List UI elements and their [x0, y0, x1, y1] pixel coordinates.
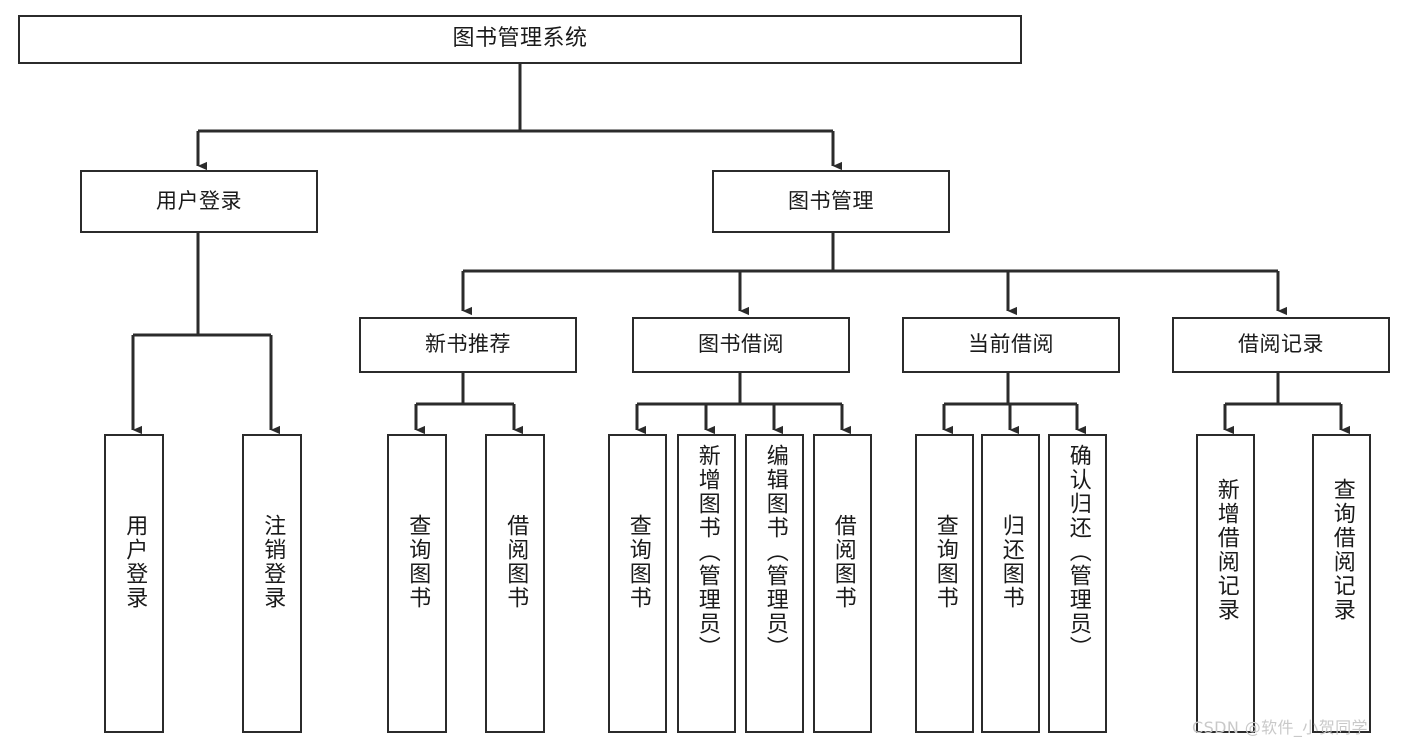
node-root-book-management-system[interactable]: 图书管理系统	[18, 15, 1022, 64]
leaf-book-borrow-add-book-admin[interactable]: 新增图书（管理员）	[677, 434, 736, 733]
node-label: 新增图书（管理员）	[694, 444, 720, 660]
node-label: 新书推荐	[425, 332, 511, 357]
leaf-user-login-login[interactable]: 用户登录	[104, 434, 164, 733]
watermark-text: CSDN @软件_小贺同学	[1192, 718, 1368, 737]
node-user-login[interactable]: 用户登录	[80, 170, 318, 233]
leaf-new-book-query-book[interactable]: 查询图书	[387, 434, 447, 733]
leaf-current-borrow-return-book[interactable]: 归还图书	[981, 434, 1040, 733]
node-label: 借阅图书	[503, 514, 529, 610]
node-label: 图书管理	[788, 188, 874, 213]
node-label: 确认归还（管理员）	[1065, 444, 1091, 660]
node-label: 注销登录	[260, 514, 286, 610]
leaf-new-book-borrow-book[interactable]: 借阅图书	[485, 434, 545, 733]
node-label: 用户登录	[156, 188, 242, 213]
node-label: 查询图书	[625, 514, 651, 610]
leaf-current-borrow-confirm-return-admin[interactable]: 确认归还（管理员）	[1048, 434, 1107, 733]
node-book-management[interactable]: 图书管理	[712, 170, 950, 233]
node-label: 新增借阅记录	[1213, 478, 1239, 622]
leaf-current-borrow-query-book[interactable]: 查询图书	[915, 434, 974, 733]
leaf-borrow-record-query-record[interactable]: 查询借阅记录	[1312, 434, 1371, 733]
node-label: 查询借阅记录	[1329, 478, 1355, 622]
node-current-borrow[interactable]: 当前借阅	[902, 317, 1120, 373]
node-label: 编辑图书（管理员）	[762, 444, 788, 660]
node-label: 借阅记录	[1238, 332, 1324, 357]
node-book-borrow[interactable]: 图书借阅	[632, 317, 850, 373]
node-label: 用户登录	[122, 514, 148, 610]
leaf-book-borrow-edit-book-admin[interactable]: 编辑图书（管理员）	[745, 434, 804, 733]
node-label: 当前借阅	[968, 332, 1054, 357]
leaf-user-login-logout[interactable]: 注销登录	[242, 434, 302, 733]
node-label: 图书借阅	[698, 332, 784, 357]
leaf-borrow-record-add-record[interactable]: 新增借阅记录	[1196, 434, 1255, 733]
node-label: 图书管理系统	[452, 26, 588, 52]
node-label: 归还图书	[998, 514, 1024, 610]
node-new-book-recommend[interactable]: 新书推荐	[359, 317, 577, 373]
node-borrow-record[interactable]: 借阅记录	[1172, 317, 1390, 373]
leaf-book-borrow-borrow-book[interactable]: 借阅图书	[813, 434, 872, 733]
leaf-book-borrow-query-book[interactable]: 查询图书	[608, 434, 667, 733]
node-label: 查询图书	[932, 514, 958, 610]
node-label: 查询图书	[405, 514, 431, 610]
node-label: 借阅图书	[830, 514, 856, 610]
